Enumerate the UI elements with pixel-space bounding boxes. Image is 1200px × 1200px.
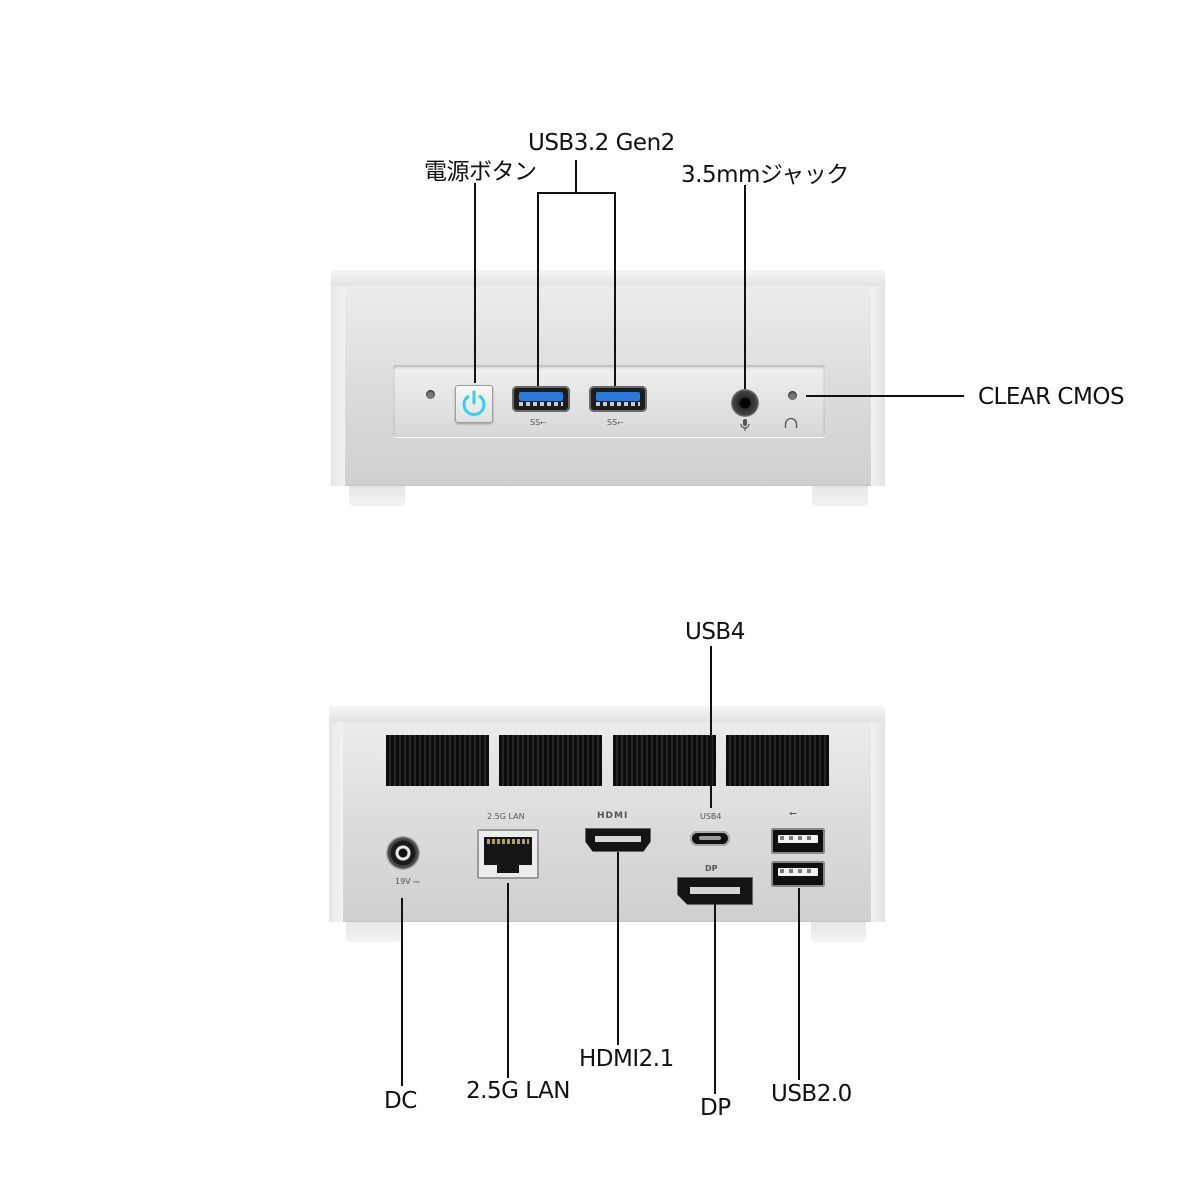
leader-lan bbox=[507, 883, 509, 1078]
hdmi-contact bbox=[595, 836, 641, 842]
label-usb32-gen2: USB3.2 Gen2 bbox=[528, 130, 675, 156]
hdmi-port[interactable] bbox=[585, 828, 651, 852]
lan-marking: 2.5G LAN bbox=[487, 812, 525, 821]
label-audio-jack: 3.5mmジャック bbox=[681, 162, 849, 188]
rear-foot-left bbox=[346, 922, 401, 942]
audio-jack[interactable] bbox=[731, 389, 759, 417]
label-usb4: USB4 bbox=[685, 619, 745, 645]
usb-pins bbox=[780, 836, 816, 840]
front-foot-left bbox=[349, 486, 405, 506]
usb-pins bbox=[519, 402, 563, 406]
leader-usb20 bbox=[798, 888, 800, 1080]
label-2-5g-lan: 2.5G LAN bbox=[466, 1078, 571, 1104]
rj45-contacts bbox=[487, 839, 529, 844]
rear-lid-edge bbox=[329, 706, 885, 722]
label-dp: DP bbox=[700, 1095, 731, 1121]
usb32-port-2[interactable] bbox=[589, 386, 647, 412]
microphone-icon bbox=[740, 419, 750, 431]
leader-usb32-right bbox=[614, 192, 616, 386]
usb-icon: ⭠ bbox=[789, 808, 797, 819]
front-foot-right bbox=[812, 486, 868, 506]
rear-foot-right bbox=[811, 922, 866, 942]
usb32-port-1[interactable] bbox=[512, 386, 570, 412]
rear-right-side bbox=[871, 722, 885, 922]
usb4-marking: USB4 bbox=[700, 812, 722, 821]
front-lid-edge bbox=[331, 270, 885, 286]
dp-contact bbox=[690, 887, 740, 894]
leader-dp bbox=[714, 904, 716, 1094]
vent-3 bbox=[613, 735, 716, 786]
leader-dc bbox=[401, 898, 403, 1086]
usb20-port-2[interactable] bbox=[771, 861, 825, 887]
dc-marking: 19V ⎓ bbox=[395, 877, 420, 886]
label-hdmi21: HDMI2.1 bbox=[579, 1046, 674, 1072]
leader-usb32-bar bbox=[537, 192, 616, 194]
vent-2 bbox=[499, 735, 602, 786]
clear-cmos-hole[interactable] bbox=[788, 391, 797, 400]
label-usb20: USB2.0 bbox=[771, 1081, 852, 1107]
rj45-notch bbox=[497, 865, 519, 873]
leader-audio bbox=[744, 185, 746, 389]
usb20-port-1[interactable] bbox=[771, 828, 825, 854]
dc-jack[interactable] bbox=[386, 836, 420, 870]
usb-ss-mark-1: SS⭠ bbox=[530, 418, 547, 427]
power-button[interactable] bbox=[455, 385, 493, 423]
usb4-port[interactable] bbox=[690, 831, 730, 846]
lan-port[interactable] bbox=[477, 829, 539, 879]
usb-tongue bbox=[596, 392, 640, 401]
dp-marking: DP bbox=[705, 864, 718, 873]
status-led bbox=[426, 390, 435, 399]
leader-clear-cmos bbox=[806, 395, 964, 397]
usb-ss-mark-2: SS⭠ bbox=[607, 418, 624, 427]
leader-power bbox=[474, 183, 476, 383]
front-right-side bbox=[871, 286, 885, 486]
usbc-tongue bbox=[699, 836, 721, 840]
power-icon bbox=[462, 390, 486, 416]
front-left-side bbox=[331, 286, 345, 486]
usb-pins bbox=[596, 402, 640, 406]
label-power-button: 電源ボタン bbox=[424, 159, 537, 185]
leader-usb4 bbox=[710, 646, 712, 808]
label-clear-cmos: CLEAR CMOS bbox=[978, 384, 1125, 410]
leader-usb32-left bbox=[537, 192, 539, 386]
rear-left-side bbox=[329, 722, 343, 922]
hdmi-marking: HDMI bbox=[597, 811, 629, 821]
headphone-icon bbox=[784, 417, 798, 428]
label-dc: DC bbox=[384, 1088, 417, 1114]
vent-4 bbox=[726, 735, 829, 786]
vent-1 bbox=[386, 735, 489, 786]
leader-hdmi bbox=[617, 852, 619, 1045]
usb-pins bbox=[780, 869, 816, 873]
dp-port[interactable] bbox=[677, 877, 753, 905]
leader-usb32-top bbox=[575, 160, 577, 192]
usb-tongue bbox=[519, 392, 563, 401]
